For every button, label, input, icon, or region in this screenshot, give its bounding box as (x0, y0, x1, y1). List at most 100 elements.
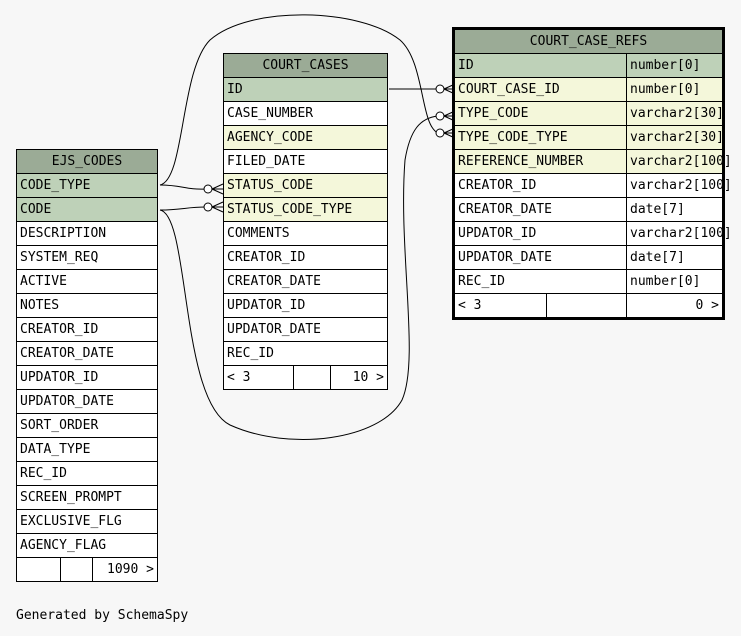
column-row[interactable]: STATUS_CODE_TYPE (224, 198, 387, 222)
column-name: CREATOR_DATE (455, 198, 627, 221)
column-name: CREATOR_ID (455, 174, 627, 197)
table-ejs-codes[interactable]: EJS_CODES CODE_TYPE CODE DESCRIPTION SYSTEM… (16, 149, 158, 582)
column-type: varchar2[100] (630, 226, 732, 241)
column-row[interactable]: DESCRIPTION (17, 222, 157, 246)
footer-children[interactable]: 1090 > (107, 562, 154, 577)
column-name: ID (455, 54, 627, 77)
column-name: SYSTEM_REQ (20, 250, 99, 265)
column-row[interactable]: STATUS_CODE (224, 174, 387, 198)
column-type: varchar2[100] (630, 154, 732, 169)
column-row[interactable]: SORT_ORDER (17, 414, 157, 438)
rel-type-code (159, 115, 439, 440)
column-row[interactable]: AGENCY_CODE (224, 126, 387, 150)
column-type: number[0] (630, 82, 701, 97)
footer-parents[interactable] (17, 558, 61, 581)
footer-parents[interactable]: < 3 (224, 366, 294, 389)
column-name: UPDATOR_DATE (227, 322, 321, 337)
column-row[interactable]: REC_ID (224, 342, 387, 366)
column-row[interactable]: UPDATOR_ID (17, 366, 157, 390)
column-row[interactable]: CODE_TYPE (17, 174, 157, 198)
footer-middle (61, 558, 93, 581)
table-court-cases[interactable]: COURT_CASES ID CASE_NUMBER AGENCY_CODE FILE… (223, 53, 388, 390)
column-name: DESCRIPTION (20, 226, 107, 241)
column-name: COURT_CASE_ID (455, 78, 627, 101)
column-row[interactable]: EXCLUSIVE_FLG (17, 510, 157, 534)
table-title[interactable]: EJS_CODES (17, 150, 157, 174)
column-name: UPDATOR_ID (227, 298, 306, 313)
table-title[interactable]: COURT_CASES (224, 54, 387, 78)
column-name: UPDATOR_DATE (455, 246, 627, 269)
column-row[interactable]: COMMENTS (224, 222, 387, 246)
column-type: date[7] (630, 202, 685, 217)
column-row[interactable]: AGENCY_FLAG (17, 534, 157, 558)
column-name: TYPE_CODE_TYPE (455, 126, 627, 149)
column-row[interactable]: FILED_DATE (224, 150, 387, 174)
column-name: CASE_NUMBER (227, 106, 314, 121)
table-footer: 1090 > (17, 558, 157, 581)
column-name: UPDATOR_ID (455, 222, 627, 245)
column-name: STATUS_CODE (227, 178, 314, 193)
table-title[interactable]: COURT_CASE_REFS (455, 30, 722, 54)
column-name: DATA_TYPE (20, 442, 91, 457)
column-name: REC_ID (455, 270, 627, 293)
optional-marker (203, 202, 213, 212)
column-type: varchar2[100] (630, 178, 732, 193)
column-row[interactable]: CODE (17, 198, 157, 222)
column-name: CREATOR_DATE (20, 346, 114, 361)
column-name: FILED_DATE (227, 154, 306, 169)
column-name: REFERENCE_NUMBER (455, 150, 627, 173)
column-name: REC_ID (227, 346, 274, 361)
footer-middle (294, 366, 331, 389)
column-row[interactable]: CASE_NUMBER (224, 102, 387, 126)
column-row[interactable]: CREATOR_ID (224, 246, 387, 270)
rel-type-code-type (159, 14, 439, 186)
column-name: CREATOR_ID (227, 250, 306, 265)
column-row[interactable]: UPDATOR_DATE (17, 390, 157, 414)
column-name: SCREEN_PROMPT (20, 490, 122, 505)
optional-marker (203, 184, 213, 194)
column-row[interactable]: DATA_TYPE (17, 438, 157, 462)
optional-marker (435, 128, 445, 138)
column-name: ACTIVE (20, 274, 67, 289)
column-name: EXCLUSIVE_FLG (20, 514, 122, 529)
footer-children[interactable]: 10 > (352, 370, 384, 385)
column-row[interactable]: UPDATOR_ID (224, 294, 387, 318)
column-row[interactable]: ID (224, 78, 387, 102)
column-row[interactable]: CREATOR_DATE (17, 342, 157, 366)
footer-children[interactable]: 0 > (695, 298, 719, 313)
column-name: CREATOR_ID (20, 322, 99, 337)
column-name: AGENCY_FLAG (20, 538, 107, 553)
optional-marker (435, 84, 445, 94)
column-name: CODE (20, 202, 52, 217)
column-row[interactable]: SCREEN_PROMPT (17, 486, 157, 510)
column-name: REC_ID (20, 466, 67, 481)
footer-parents[interactable]: < 3 (455, 294, 547, 317)
column-row[interactable]: SYSTEM_REQ (17, 246, 157, 270)
table-footer: < 3 0 > (455, 294, 722, 317)
column-name: SORT_ORDER (20, 418, 99, 433)
column-row[interactable]: NOTES (17, 294, 157, 318)
column-name: NOTES (20, 298, 60, 313)
column-type: varchar2[30] (630, 130, 724, 145)
rel-status-code-type (159, 206, 207, 211)
column-row[interactable]: CREATOR_DATE (224, 270, 387, 294)
column-name: COMMENTS (227, 226, 290, 241)
footer-middle (547, 294, 627, 317)
column-row[interactable]: ACTIVE (17, 270, 157, 294)
column-row[interactable]: CREATOR_ID (17, 318, 157, 342)
column-row[interactable]: UPDATOR_DATE (224, 318, 387, 342)
column-type: number[0] (630, 58, 701, 73)
column-row[interactable]: REC_ID (17, 462, 157, 486)
